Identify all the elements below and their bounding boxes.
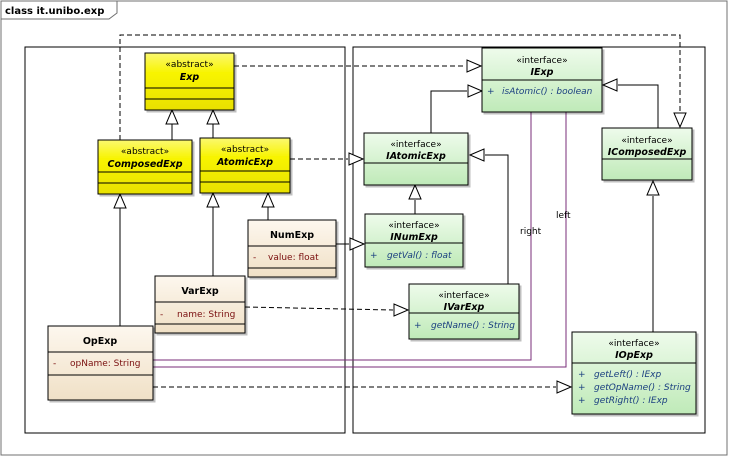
arrow-atomic-exp xyxy=(206,108,220,125)
left-boundary xyxy=(24,46,346,434)
class-composedexp-stereotype: «abstract» xyxy=(121,147,169,157)
realize-composed-icomposed xyxy=(119,34,681,140)
arrow-composed-icomposed xyxy=(673,112,687,129)
arrow-iatomic-iexp xyxy=(467,84,484,98)
class-numexp-name: NumExp xyxy=(270,230,314,241)
interface-iexp-name: IExp xyxy=(531,67,554,78)
arrow-composed-exp xyxy=(165,108,179,125)
gen-ivar-iatomic xyxy=(485,154,509,284)
interface-ivarexp-stereotype: «interface» xyxy=(438,291,489,301)
class-numexp-member: value: float xyxy=(268,253,319,263)
interface-inumexp-member: getVal() : float xyxy=(387,251,452,261)
class-atomicexp-stereotype: «abstract» xyxy=(221,145,269,155)
interface-inumexp-member-vis: + xyxy=(370,251,378,261)
interface-icomposedexp[interactable]: «interface» IComposedExp xyxy=(601,127,693,181)
interface-iatomicexp[interactable]: «interface» IAtomicExp xyxy=(363,132,469,186)
class-exp-stereotype: «abstract» xyxy=(165,60,213,70)
class-composedexp-name: ComposedExp xyxy=(107,159,182,170)
arrow-inum-iatomic xyxy=(408,183,422,200)
interface-iexp-member-vis: + xyxy=(487,87,495,97)
class-varexp[interactable]: VarExp - name: String xyxy=(154,275,246,334)
class-atomicexp[interactable]: «abstract» AtomicExp xyxy=(199,137,291,194)
arrow-iop-icomposed xyxy=(646,179,660,196)
interface-iopexp-member-vis-1: + xyxy=(578,383,586,393)
class-opexp-member-vis: - xyxy=(53,359,56,369)
interface-iatomicexp-stereotype: «interface» xyxy=(390,140,441,150)
interface-icomposedexp-stereotype: «interface» xyxy=(621,136,672,146)
class-opexp[interactable]: OpExp - opName: String xyxy=(47,325,154,401)
interface-iopexp-member-vis-0: + xyxy=(578,370,586,380)
arrow-var-ivar xyxy=(393,303,410,317)
class-varexp-member-vis: - xyxy=(160,310,163,320)
class-exp[interactable]: «abstract» Exp xyxy=(144,52,235,111)
class-numexp-member-vis: - xyxy=(253,253,256,263)
interface-iexp-member: isAtomic() : boolean xyxy=(502,87,593,97)
associations xyxy=(153,112,567,368)
arrow-num-inum xyxy=(349,237,366,251)
assoc-right-label: right xyxy=(520,227,542,237)
interface-inumexp-name: INumExp xyxy=(390,232,438,243)
gen-iatomic-iexp xyxy=(430,90,467,133)
interface-iexp[interactable]: «interface» IExp + isAtomic() : boolean xyxy=(481,47,603,113)
interface-inumexp-stereotype: «interface» xyxy=(388,221,439,231)
interface-ivarexp[interactable]: «interface» IVarExp + getName() : String xyxy=(408,283,520,340)
arrow-icomposed-iexp xyxy=(601,78,618,92)
interface-iopexp-member-1: getOpName() : String xyxy=(594,383,691,393)
assoc-right xyxy=(153,112,532,361)
interface-ivarexp-name: IVarExp xyxy=(444,302,485,313)
interface-iopexp-member-vis-2: + xyxy=(578,396,586,406)
arrow-op-iop xyxy=(556,380,573,394)
assoc-left xyxy=(153,112,567,368)
interface-iopexp[interactable]: «interface» IOpExp + getLeft() : IExp + … xyxy=(571,331,697,415)
arrowheads xyxy=(113,59,687,394)
interface-icomposedexp-name: IComposedExp xyxy=(608,147,687,158)
class-opexp-name: OpExp xyxy=(83,336,117,347)
arrow-ivar-iatomic xyxy=(468,148,485,162)
realize-var-ivar xyxy=(244,306,394,311)
class-exp-name: Exp xyxy=(180,72,200,83)
interface-ivarexp-member-vis: + xyxy=(414,321,422,331)
interface-iexp-stereotype: «interface» xyxy=(516,56,567,66)
arrow-exp-iexp xyxy=(466,59,483,73)
arrow-atomic-iatomic xyxy=(348,152,365,166)
class-varexp-name: VarExp xyxy=(181,286,219,297)
arrow-var-atomic xyxy=(206,191,220,208)
gen-icomposed-iexp xyxy=(618,84,659,128)
class-atomicexp-name: AtomicExp xyxy=(216,157,273,168)
frame-title: class it.unibo.exp xyxy=(5,6,104,17)
class-varexp-member: name: String xyxy=(177,310,235,320)
interface-ivarexp-member: getName() : String xyxy=(431,321,515,331)
arrow-op-composed xyxy=(113,192,127,209)
connectors xyxy=(119,34,681,388)
assoc-left-label: left xyxy=(556,211,571,221)
interface-iopexp-stereotype: «interface» xyxy=(608,339,659,349)
interface-iopexp-name: IOpExp xyxy=(615,350,653,361)
interface-iopexp-member-2: getRight() : IExp xyxy=(594,396,668,406)
interface-iopexp-member-0: getLeft() : IExp xyxy=(594,370,661,380)
interface-inumexp[interactable]: «interface» INumExp + getVal() : float xyxy=(364,213,464,268)
class-composedexp[interactable]: «abstract» ComposedExp xyxy=(97,139,193,195)
interface-iatomicexp-name: IAtomicExp xyxy=(386,151,446,162)
class-numexp[interactable]: NumExp - value: float xyxy=(247,219,337,278)
class-opexp-member: opName: String xyxy=(70,359,141,369)
arrow-num-atomic xyxy=(261,191,275,208)
